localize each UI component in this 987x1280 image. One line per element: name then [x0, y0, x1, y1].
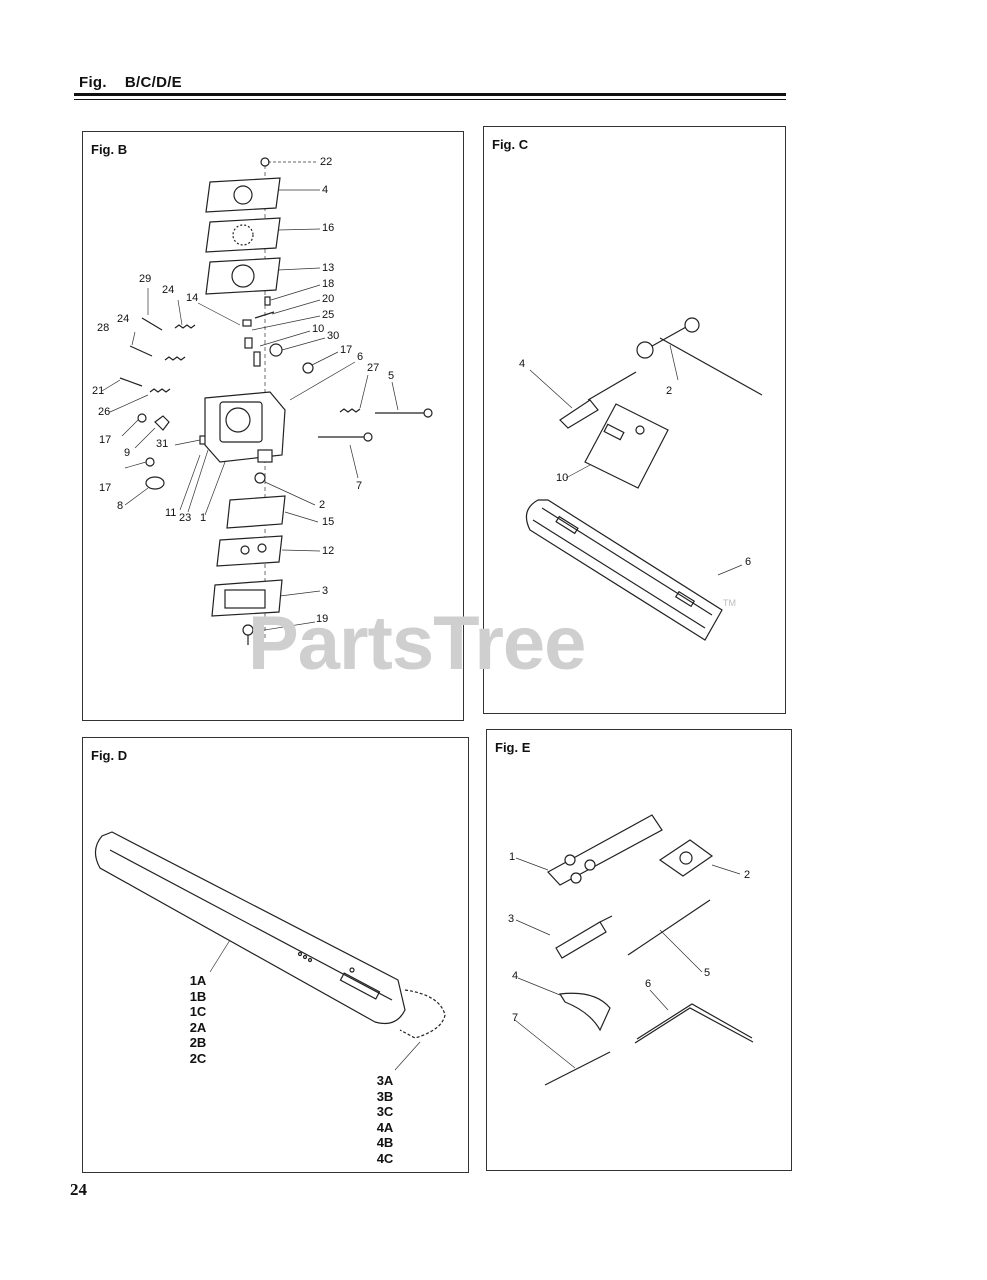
callout: 29 — [139, 273, 152, 285]
callout: 6 — [357, 351, 364, 363]
page-number: 24 — [70, 1180, 87, 1199]
panel-title: Fig. D — [91, 748, 128, 763]
bar-labels: 1A 1B 1C 2A 2B 2C — [183, 973, 213, 1066]
callout: 13 — [322, 262, 335, 274]
accessory-parts-drawing — [514, 814, 754, 1086]
callout: 8 — [117, 500, 124, 512]
chain-label: 4C — [376, 1150, 394, 1166]
callout: 2 — [666, 385, 673, 397]
callout: 22 — [320, 156, 333, 168]
callout: 6 — [745, 556, 752, 568]
panel-title: Fig. B — [91, 142, 128, 157]
callout: 31 — [156, 438, 169, 450]
bar-label: 1B — [189, 988, 207, 1004]
chain-label: 3C — [376, 1104, 394, 1119]
callout: 28 — [97, 322, 110, 334]
callout: 7 — [512, 1012, 519, 1024]
callout: 24 — [162, 284, 175, 296]
chain-label: 4A — [376, 1119, 394, 1135]
callout: 30 — [327, 330, 340, 342]
chain-label: 3A — [376, 1073, 394, 1088]
callout: 15 — [322, 516, 335, 528]
callout: 10 — [312, 323, 325, 335]
callout: 19 — [316, 613, 329, 625]
callout: 17 — [99, 482, 112, 494]
figure-prefix: Fig. — [79, 74, 107, 91]
callout: 7 — [356, 480, 363, 492]
panel-title: Fig. C — [492, 137, 529, 152]
callout: 4 — [519, 358, 526, 370]
callout: 5 — [704, 967, 711, 979]
callout: 9 — [124, 447, 131, 459]
chain-label: 4B — [376, 1135, 394, 1150]
carburetor-exploded-drawing — [101, 157, 433, 645]
figure-ids: B/C/D/E — [124, 74, 182, 91]
callout: 24 — [117, 313, 130, 325]
bar-chain-drawing — [94, 831, 446, 1071]
header-rule-thin — [74, 99, 786, 100]
panel-fig-e: Fig. E — [486, 729, 792, 1171]
callout: 26 — [98, 406, 111, 418]
callout: 10 — [556, 472, 569, 484]
panel-fig-c: Fig. C — [483, 126, 786, 714]
bar-label: 2A — [189, 1019, 207, 1035]
callout: 14 — [186, 292, 199, 304]
callout: 17 — [99, 434, 112, 446]
callout: 2 — [744, 869, 751, 881]
callout: 25 — [322, 309, 335, 321]
callout: 16 — [322, 222, 335, 234]
callout: 20 — [322, 293, 335, 305]
callout: 17 — [340, 344, 353, 356]
bar-label: 2B — [189, 1035, 207, 1050]
watermark-tm: TM — [723, 598, 736, 608]
panel-fig-d: Fig. D — [82, 737, 469, 1173]
watermark-logo: PartsTree — [248, 601, 586, 686]
bar-label: 2C — [189, 1050, 207, 1066]
callout: 12 — [322, 545, 335, 557]
callout: 27 — [367, 362, 380, 374]
callout: 11 — [165, 507, 177, 519]
callout: 1 — [509, 851, 516, 863]
panel-fig-b: Fig. B — [82, 131, 464, 721]
bar-label: 1C — [189, 1004, 207, 1019]
callout: 21 — [92, 385, 105, 397]
callout: 2 — [319, 499, 326, 511]
callout: 18 — [322, 278, 335, 290]
callout: 6 — [645, 978, 652, 990]
chain-label: 3B — [376, 1088, 394, 1104]
callout: 1 — [200, 512, 207, 524]
panel-title: Fig. E — [495, 740, 531, 755]
callout: 5 — [388, 370, 395, 382]
callout: 3 — [322, 585, 329, 597]
tool-kit-drawing — [525, 317, 763, 641]
bar-label: 1A — [189, 973, 207, 988]
callout: 23 — [179, 512, 192, 524]
figure-header: Fig. B/C/D/E — [79, 74, 182, 91]
callout: 3 — [508, 913, 515, 925]
callout: 4 — [322, 184, 329, 196]
chain-labels: 3A 3B 3C 4A 4B 4C — [370, 1073, 400, 1166]
callout: 4 — [512, 970, 519, 982]
header-rule-thick — [74, 93, 786, 96]
